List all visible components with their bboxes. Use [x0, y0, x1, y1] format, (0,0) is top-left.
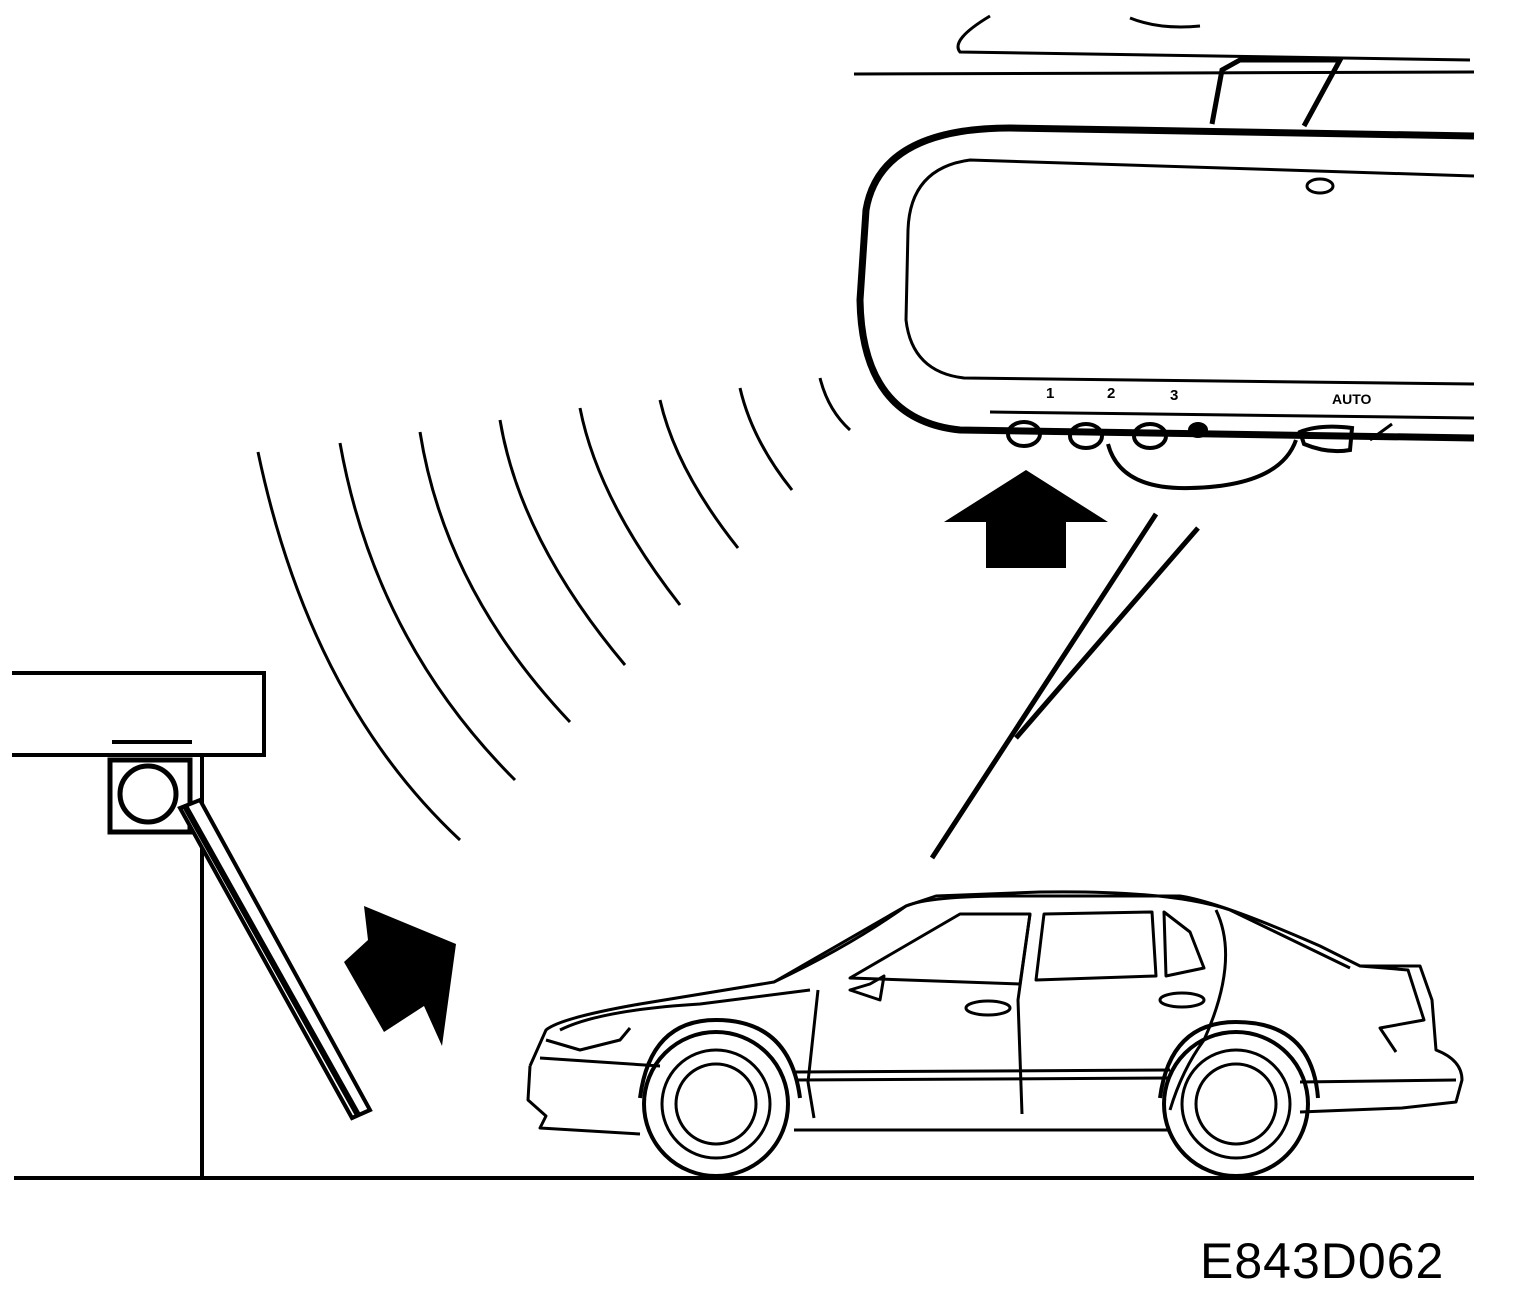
mirror-button-2-label: 2 [1107, 385, 1115, 402]
figure-code: E843D062 [1200, 1233, 1445, 1289]
garage-door-opener-icon [12, 671, 373, 1176]
signal-waves-icon [256, 377, 852, 842]
zoom-lines [929, 512, 1200, 860]
arrow-icon [344, 906, 456, 1046]
mirror-button-1-label: 1 [1046, 385, 1054, 402]
car-icon [526, 890, 1464, 1178]
mirror-button-3-label: 3 [1170, 387, 1178, 404]
mirror-auto-label: AUTO [1332, 391, 1372, 407]
up-arrow-icon [944, 470, 1108, 568]
rearview-mirror-icon [853, 14, 1475, 491]
